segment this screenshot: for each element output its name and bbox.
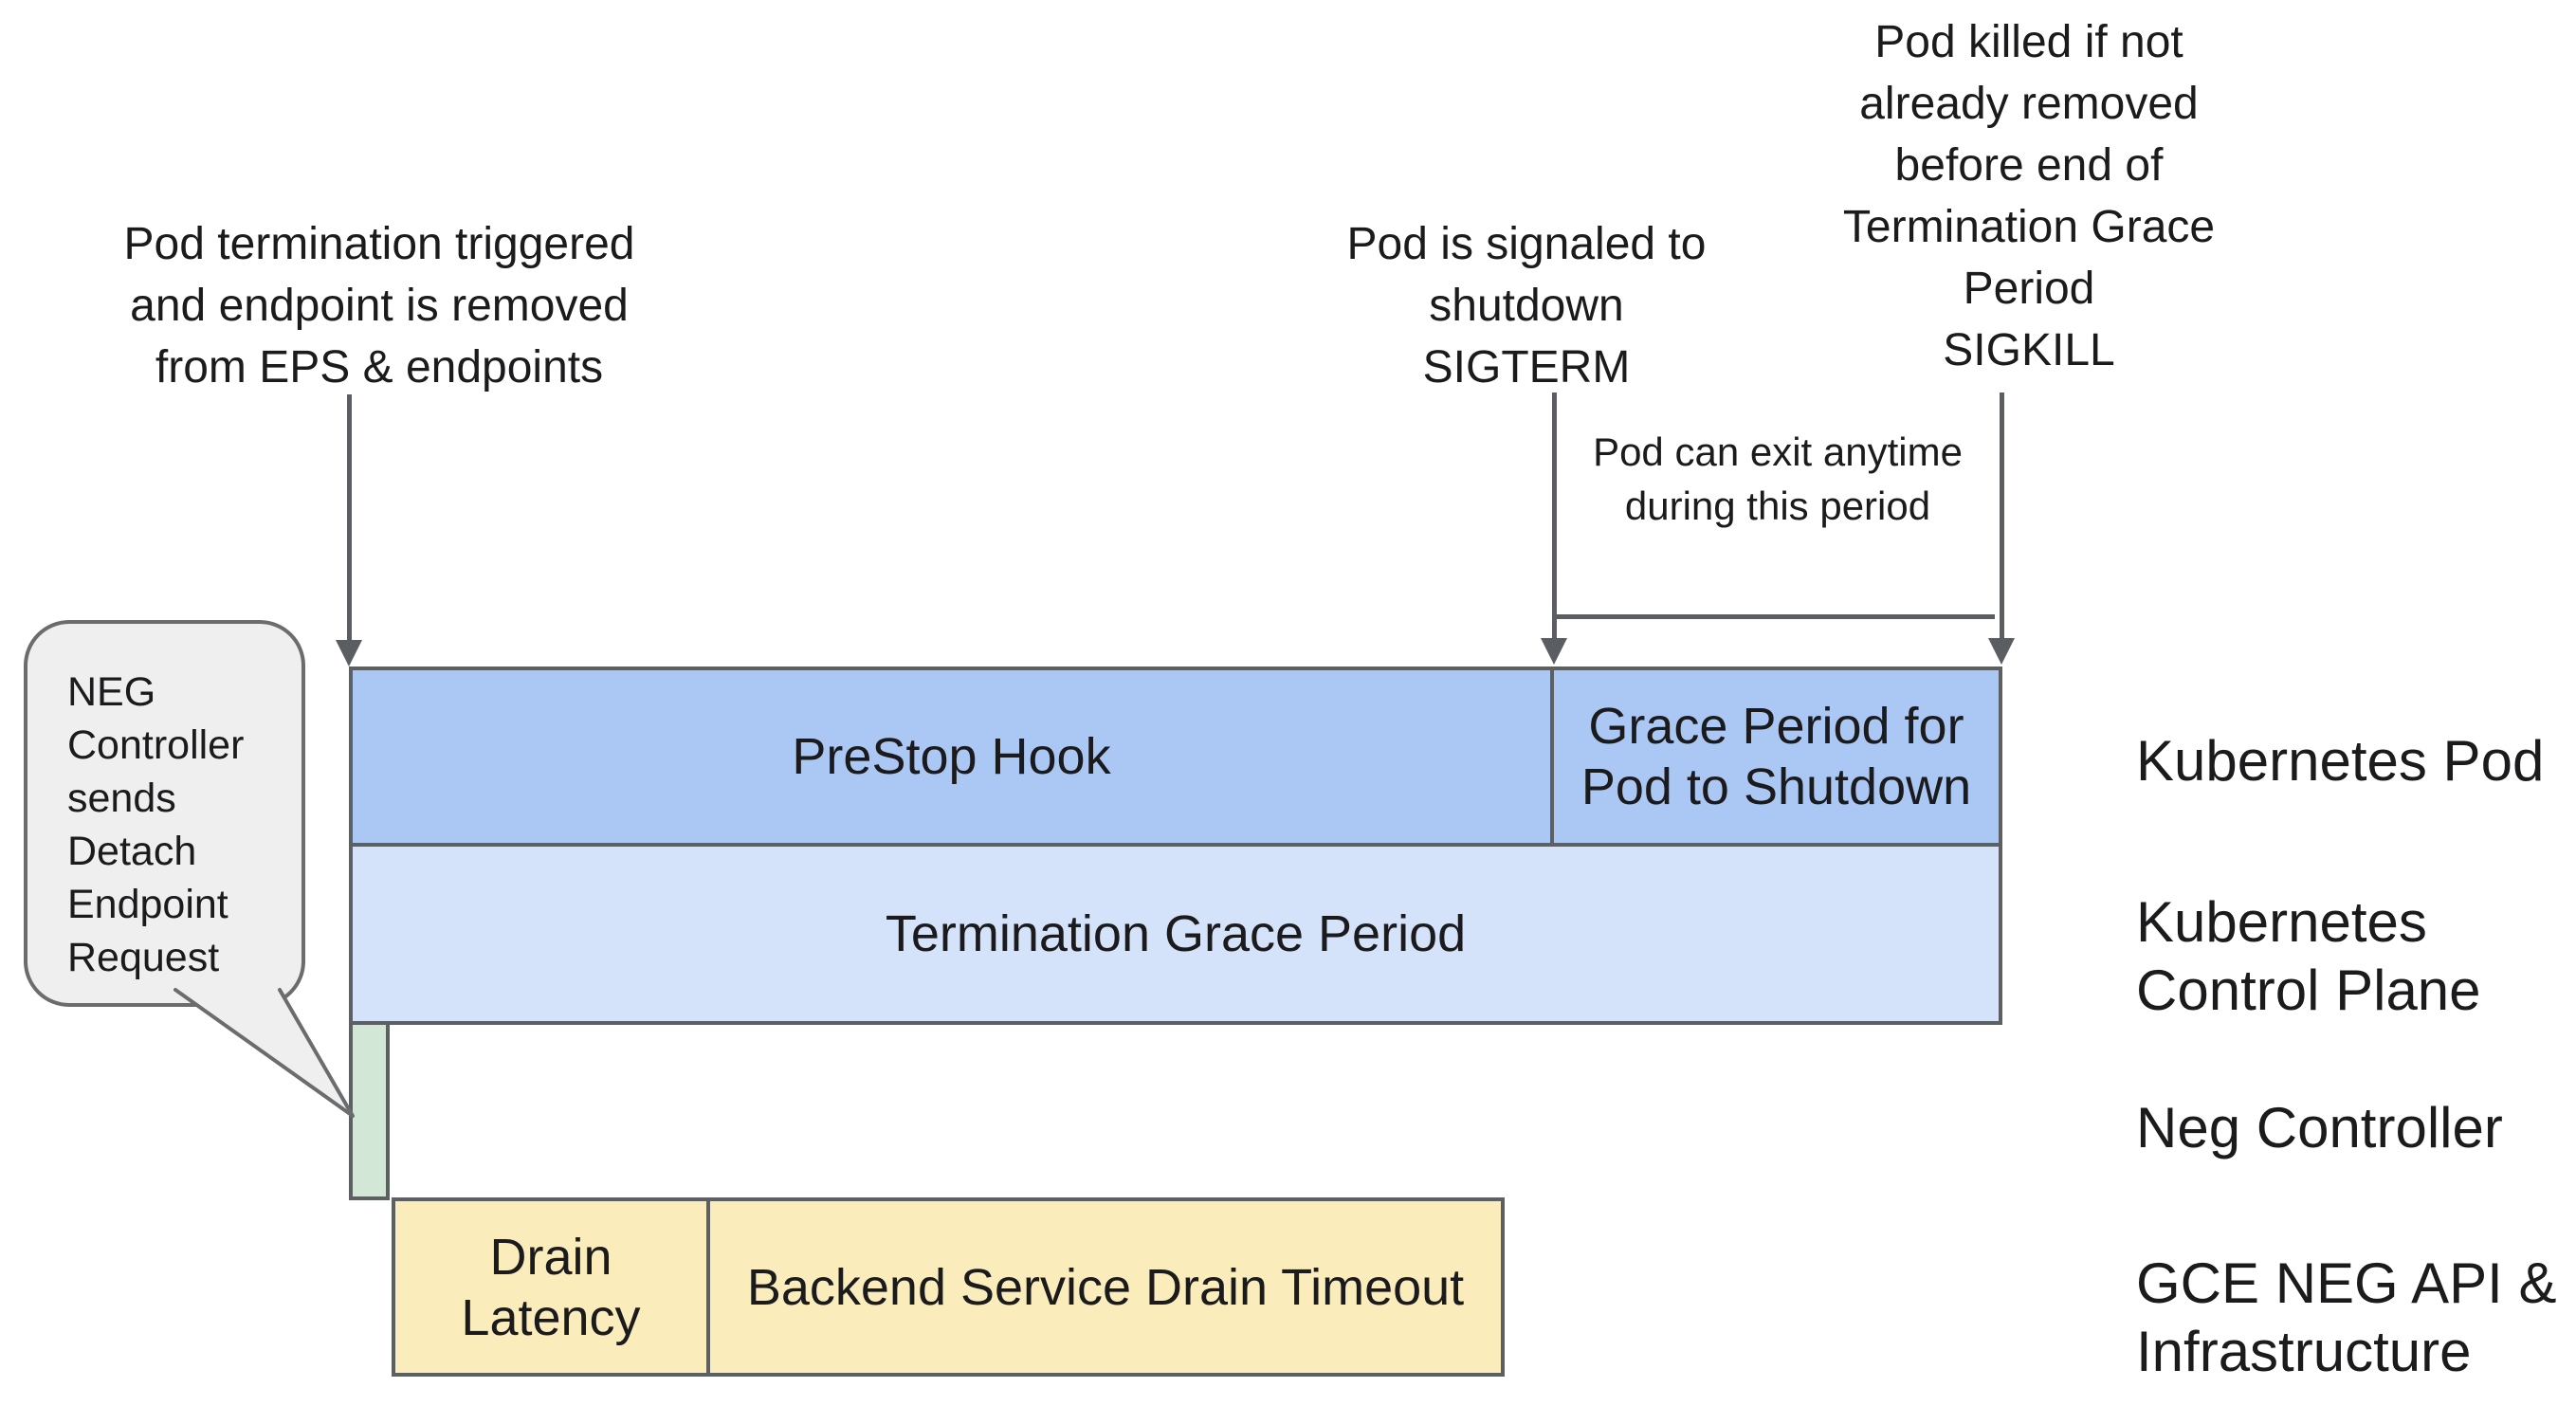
arrow-termination-line [347,394,352,643]
annotation-sigterm: Pod is signaled to shutdown SIGTERM [1346,219,1707,393]
callout-tail [174,988,355,1118]
annotation-sigkill: Pod killed if not already removed before… [1842,17,2216,375]
lane-label-kubernetes-pod: Kubernetes Pod [2136,729,2545,793]
lane-label-control-plane: Kubernetes Control Plane [2136,890,2481,1022]
annotation-pod-termination-triggered: Pod termination triggered and endpoint i… [123,219,635,393]
bar-prestop-hook: PreStop Hook [349,666,1554,847]
callout-neg-controller: NEG Controller sends Detach Endpoint Req… [24,620,305,1007]
bar-drain-latency: Drain Latency [392,1197,710,1377]
arrow-sigterm-line [1552,393,1557,639]
lane-label-neg-controller: Neg Controller [2136,1096,2503,1159]
bar-backend-drain-timeout: Backend Service Drain Timeout [706,1197,1505,1377]
arrow-termination-head-icon [336,640,362,666]
bar-grace-period-shutdown: Grace Period for Pod to Shutdown [1550,666,2002,847]
lane-label-gce-neg: GCE NEG API & Infrastructure [2136,1251,2557,1383]
annotation-pod-can-exit: Pod can exit anytime during this period [1593,429,1963,528]
arrow-sigkill-head-icon [1988,638,2015,665]
arrow-sigterm-head-icon [1541,638,1567,665]
bar-neg-controller-detach [349,1021,390,1200]
bar-termination-grace-period: Termination Grace Period [349,843,2002,1025]
bracket-pod-can-exit [1556,614,1995,619]
arrow-sigkill-line [2000,393,2004,639]
